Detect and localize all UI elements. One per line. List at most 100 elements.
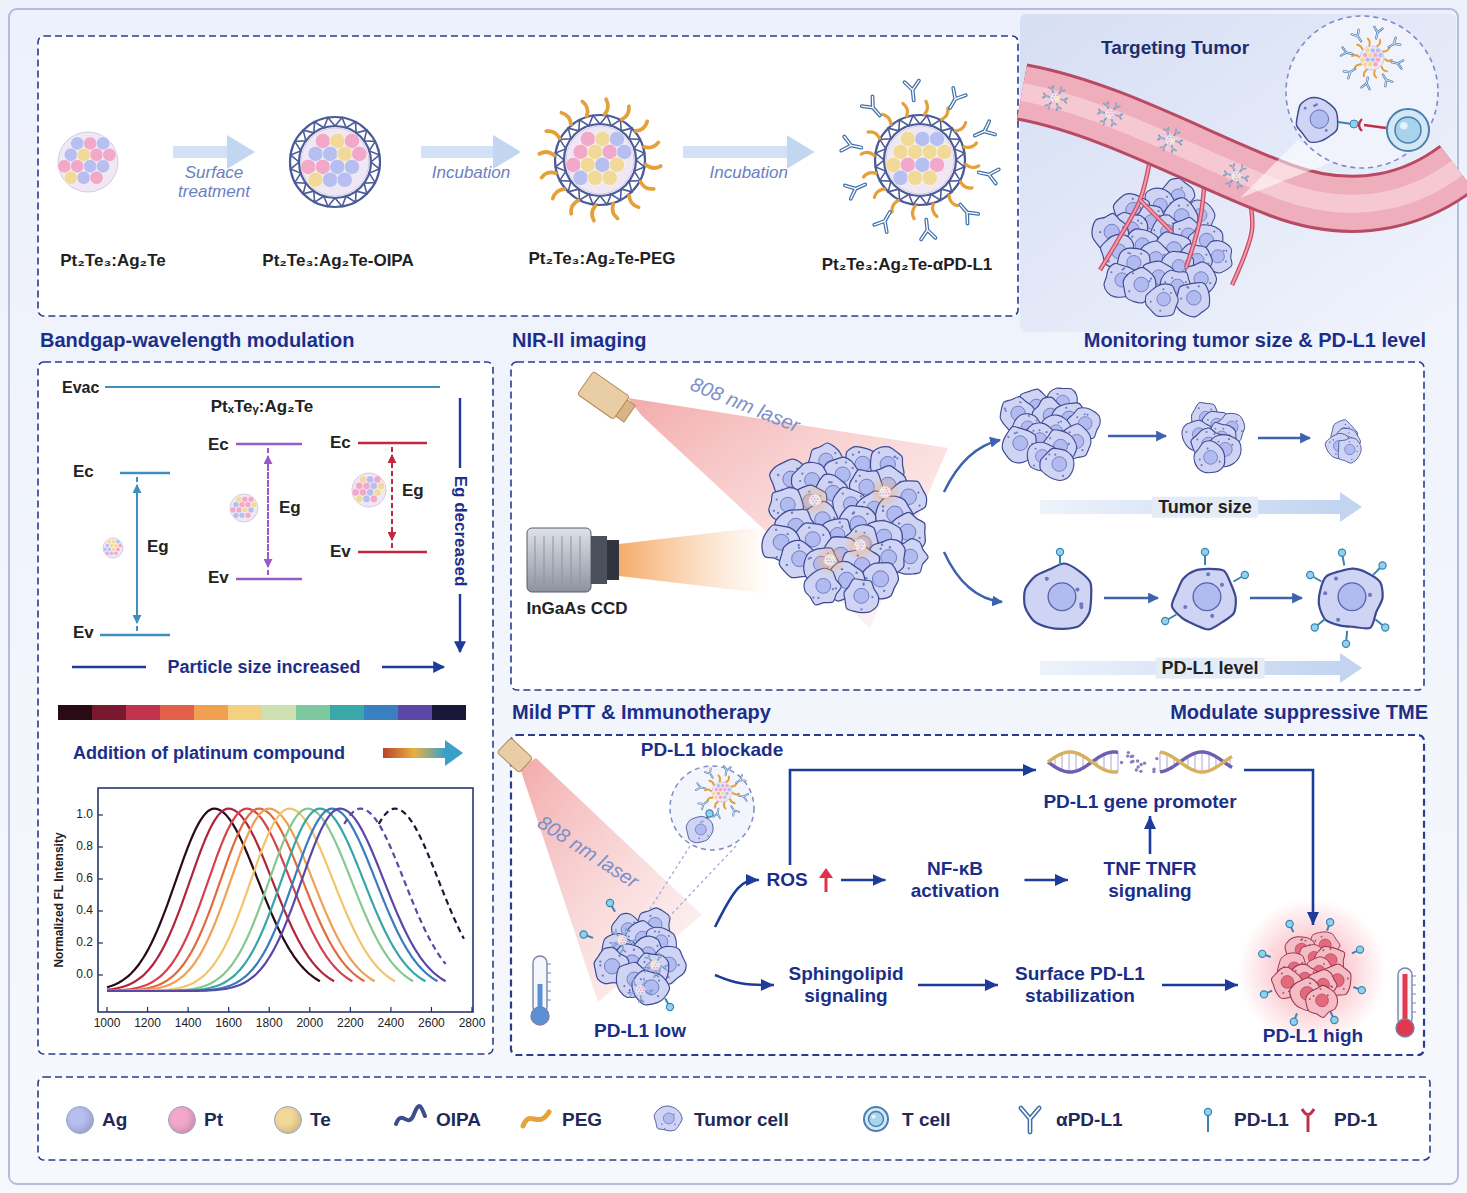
thermometer [1396,1019,1414,1037]
antibody [1100,117,1107,125]
bandgap-drawing [236,578,302,580]
antibody [645,989,652,995]
nanoparticle [886,126,954,194]
pd-l1-marker [1204,1108,1211,1132]
tick-label: 1800 [256,1017,283,1031]
antibody [623,928,630,935]
energy-label: Ev [73,623,94,643]
antibody [1230,164,1236,171]
cell-granule [1128,290,1130,292]
tumor-cell [1024,563,1091,628]
cell-nucleus [1345,444,1355,454]
pd-l1-marker [1234,571,1249,581]
antibody [1386,38,1400,51]
antibody [1043,93,1050,99]
antibody [610,940,617,947]
antibody [1098,109,1105,115]
peg-chains [705,775,739,808]
nanoparticle [863,545,866,548]
peg-chains [864,173,876,177]
pd-l1-marker [1327,919,1334,926]
pd-l1-marker [1056,548,1063,555]
capillary [1100,160,1150,270]
nanoparticle [1231,171,1241,181]
antibody [728,804,739,815]
step-label: Sphingolipid signaling [781,963,911,1007]
cell-granule [830,481,832,483]
antibody [1055,103,1061,110]
nanoparticle [617,935,627,945]
antibody [919,219,935,239]
antibody [656,953,663,960]
antibody [1098,109,1105,115]
cell-granule [828,481,830,483]
spectrum-curve [107,809,365,991]
tumor-cluster: PD-L1 high [1238,925,1388,1050]
stage-label: Pt₂Te₃:Ag₂Te-αPD-L1 [822,255,993,275]
gene-promoter: PD-L1 gene promoter [1036,750,1244,816]
legend-item: PD-1 [1290,1102,1377,1138]
cell-nucleus [1338,583,1366,611]
dna-helix [1048,752,1118,772]
thermometer [547,973,551,974]
antibody [627,939,634,945]
cell-granule [1236,420,1238,422]
energy-label: Eg [402,481,424,501]
antibody [698,798,709,809]
capillary [1140,200,1172,232]
cell-nucleus [695,824,706,835]
nanoparticle [888,492,891,495]
nanoparticle [1105,109,1115,119]
thermometer [547,964,551,965]
pd-l1-marker [1290,1013,1297,1025]
cell-granule [623,985,625,987]
pd-l1-marker [1162,615,1177,625]
nanoparticle [1105,109,1115,119]
capillary [1140,200,1172,232]
panel-frame [511,362,1424,690]
cell-granule [1046,431,1048,433]
cell-granule [1014,432,1016,434]
cell-granule [700,821,702,823]
energy-label: Ev [330,542,351,562]
thermometer [531,956,551,1025]
cell-granule [1225,250,1227,252]
cell-granule [918,537,920,539]
cell-granule [799,480,801,482]
cell-granule [698,838,700,840]
cell-granule [1329,441,1331,443]
peg-chains [561,113,570,125]
pathway-step: Sphingolipid signaling [774,959,918,1011]
trend-label: Particle size increased [167,657,360,678]
ingaas-camera [527,528,591,592]
oipa-shell [884,124,956,196]
nanoparticle [650,960,660,970]
antibody [1352,30,1365,44]
dna-helix [1048,752,1118,772]
capillary [1100,160,1150,270]
antibody [1112,104,1119,112]
connector-arrow [1162,984,1238,987]
antibody [698,798,709,809]
antibody [1230,164,1236,171]
cell-granule [1178,205,1180,207]
nanoparticle [833,560,836,563]
nanoparticle [620,941,623,944]
t-cell [1387,109,1429,151]
cell-granule [776,498,778,500]
bandgap-drawing [98,910,103,911]
tick-label: 2800 [459,1017,486,1031]
cell-granule [1186,286,1188,288]
antibody [1060,97,1067,103]
connector-arrow [1025,879,1069,882]
cell-granule [1333,439,1335,441]
antibody [944,88,966,112]
cell-granule [1099,231,1101,233]
nanoparticle [64,171,78,185]
nanoparticle [650,960,660,970]
cell-granule [678,964,680,966]
antibody [1172,130,1179,138]
cell-granule [1183,605,1187,609]
pd-l1-marker [606,899,613,906]
